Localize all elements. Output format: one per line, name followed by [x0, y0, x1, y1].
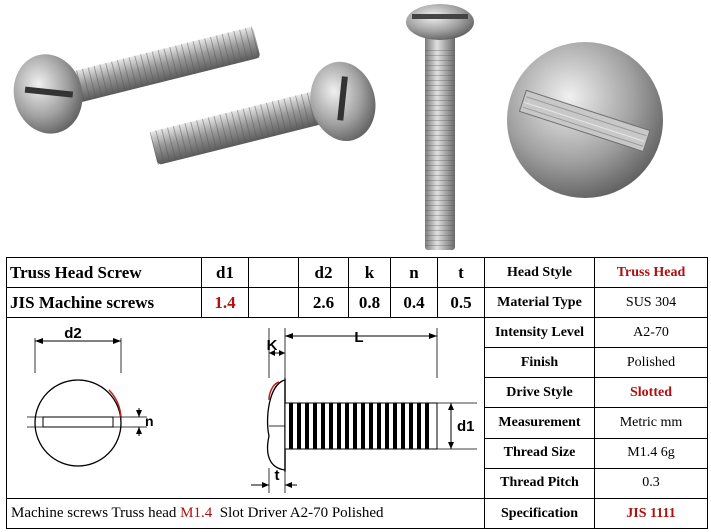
- attr-value-material: SUS 304: [594, 287, 708, 318]
- table-value-row: JIS Machine screws 1.4 2.6 0.8 0.4 0.5 M…: [6, 287, 708, 318]
- attr-value-head-style: Truss Head: [594, 257, 708, 288]
- label-L: L: [354, 329, 363, 346]
- attr-label-drive: Drive Style: [484, 377, 595, 409]
- table-row: Measurement Metric mm: [7, 407, 708, 439]
- attr-value-drive: Slotted: [594, 377, 708, 409]
- product-name-cell: Truss Head Screw: [6, 257, 202, 288]
- label-t: t: [275, 467, 280, 484]
- attr-value-measurement: Metric mm: [594, 407, 708, 439]
- attr-label-thread-size: Thread Size: [484, 437, 595, 469]
- label-n: n: [145, 413, 154, 429]
- screw-photo-3: [406, 4, 474, 250]
- attr-label-material: Material Type: [484, 287, 595, 318]
- table-footer-row: Machine screws Truss head M1.4 Slot Driv…: [6, 498, 708, 529]
- label-d1: d1: [457, 418, 475, 435]
- technical-drawing-cell: d2 n: [6, 317, 485, 499]
- table-row: d2 n: [6, 316, 708, 499]
- col-d1-header: d1: [201, 257, 249, 288]
- head-top-view: d2 n: [27, 325, 154, 467]
- value-blank: [248, 287, 299, 318]
- value-d1: 1.4: [201, 287, 249, 318]
- footer-size: M1.4: [180, 505, 213, 521]
- col-t-header: t: [437, 257, 485, 288]
- footer-suffix: Slot Driver A2-70 Polished: [212, 505, 384, 521]
- table-row: Finish Polished: [7, 347, 708, 379]
- screw-photo-head: [507, 42, 663, 198]
- screw-side-view: L K: [251, 328, 477, 493]
- table-row: Thread Size M1.4 6g: [7, 437, 708, 469]
- screw-photo-2: [149, 61, 376, 166]
- attr-label-measurement: Measurement: [484, 407, 595, 439]
- col-k-header: k: [348, 257, 391, 288]
- value-k: 0.8: [348, 287, 391, 318]
- label-k: K: [267, 337, 278, 354]
- thread-lines: [289, 403, 429, 449]
- screw-photo-illustration: [13, 4, 663, 250]
- product-series-cell: JIS Machine screws: [6, 287, 202, 318]
- attr-value-thread-pitch: 0.3: [594, 467, 708, 500]
- attr-label-specification: Specification: [484, 498, 595, 529]
- specification-table: Truss Head Screw d1 d2 k n t Head Style …: [6, 257, 708, 529]
- table-header-row: Truss Head Screw d1 d2 k n t Head Style …: [6, 257, 708, 288]
- screw-photo-1: [13, 26, 261, 134]
- value-d2: 2.6: [298, 287, 349, 318]
- product-photo: [0, 0, 711, 256]
- footer-description: Machine screws Truss head M1.4 Slot Driv…: [6, 498, 485, 529]
- attr-label-intensity: Intensity Level: [484, 316, 595, 349]
- value-n: 0.4: [390, 287, 438, 318]
- attr-value-thread-size: M1.4 6g: [594, 437, 708, 469]
- table-row: Thread Pitch 0.3: [7, 467, 708, 500]
- attr-label-head-style: Head Style: [484, 257, 595, 288]
- attr-label-thread-pitch: Thread Pitch: [484, 467, 595, 500]
- value-t: 0.5: [437, 287, 485, 318]
- attr-label-finish: Finish: [484, 347, 595, 379]
- col-n-header: n: [390, 257, 438, 288]
- technical-drawing: d2 n: [27, 325, 477, 493]
- label-d2: d2: [64, 325, 82, 342]
- footer-prefix: Machine screws Truss head: [11, 505, 181, 521]
- attr-value-intensity: A2-70: [594, 316, 708, 349]
- col-blank-header: [248, 257, 299, 288]
- attr-value-finish: Polished: [594, 347, 708, 379]
- attr-value-specification: JIS 1111: [594, 498, 708, 529]
- col-d2-header: d2: [298, 257, 349, 288]
